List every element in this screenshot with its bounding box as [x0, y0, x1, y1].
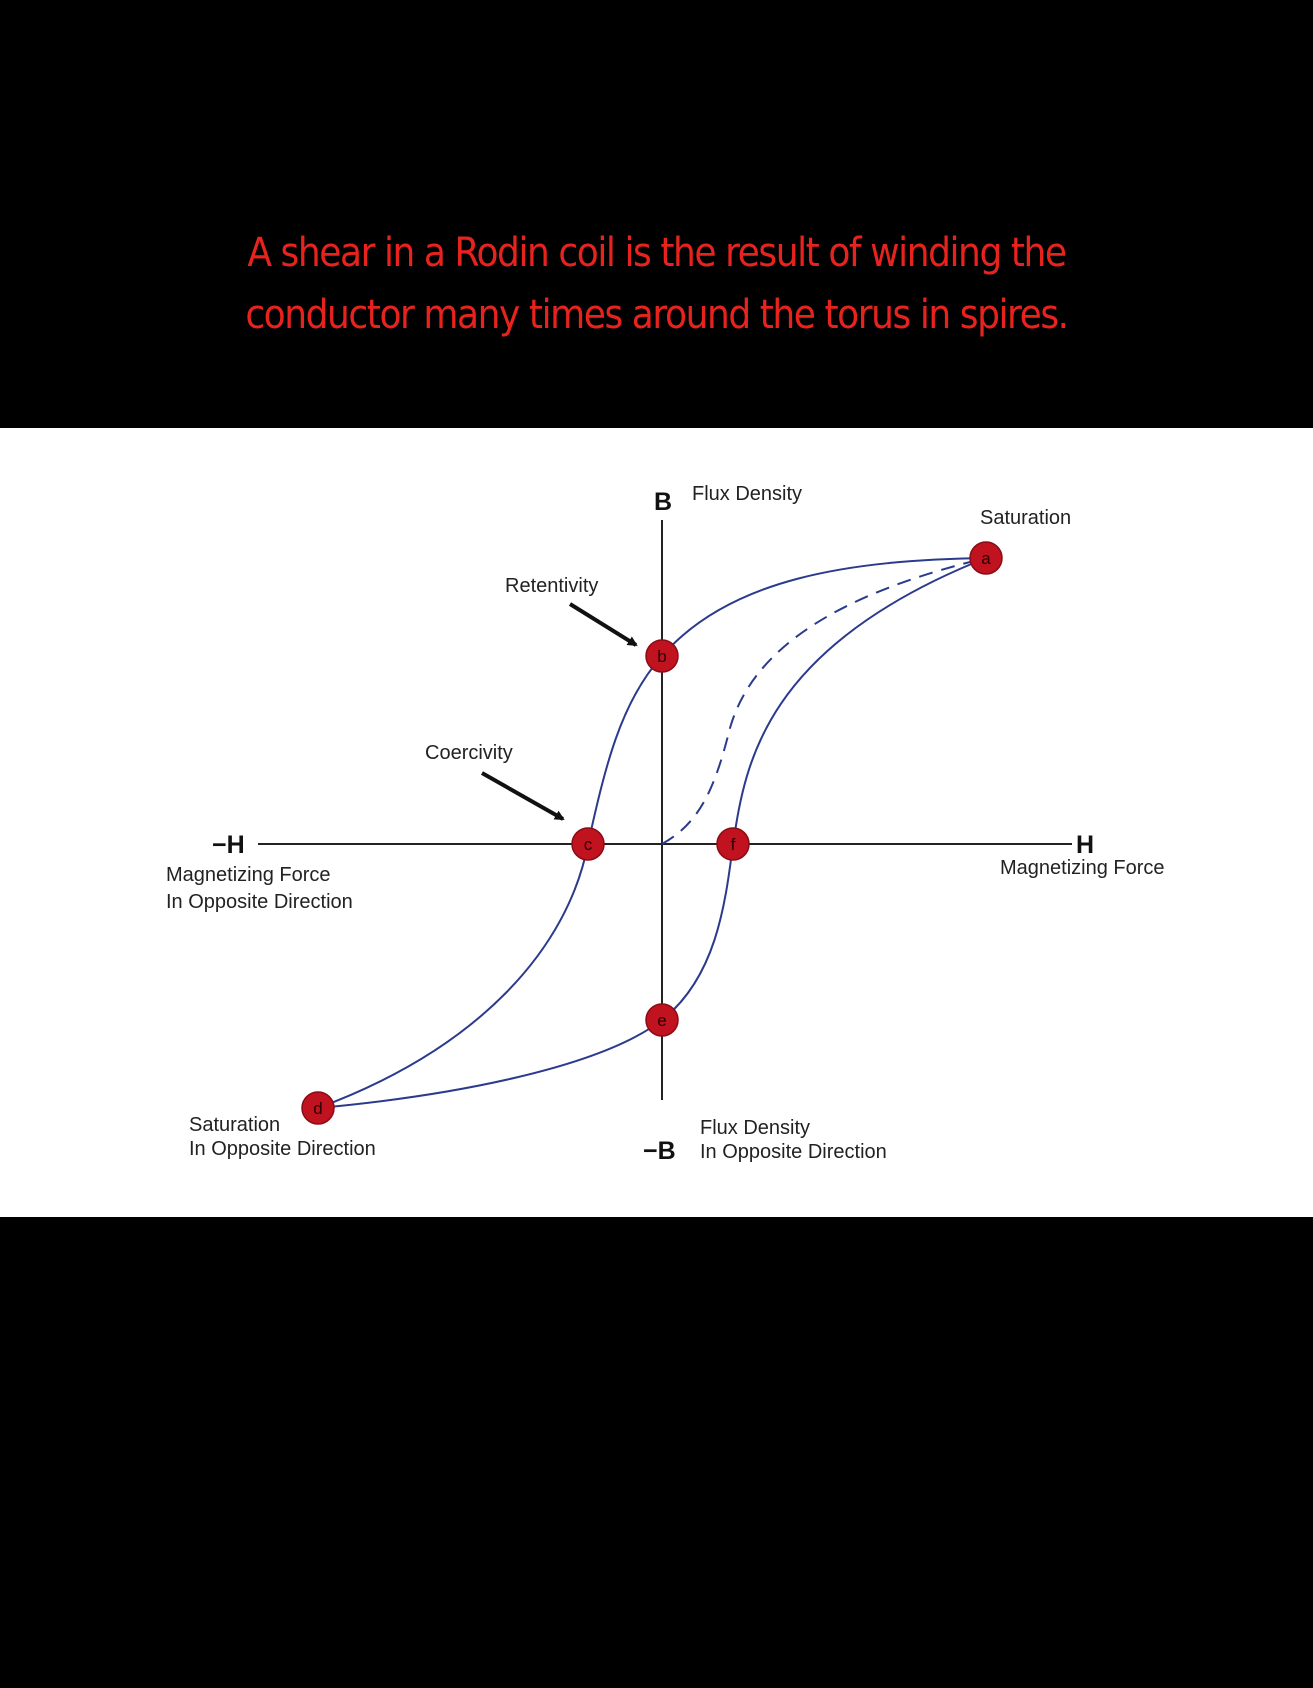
neg-b-label-line-2: In Opposite Direction [700, 1141, 887, 1163]
lower-branch-curve [317, 557, 987, 1109]
neg-b-axis-letter: −B [643, 1137, 676, 1165]
point-c: c [571, 827, 605, 861]
coercivity-arrow [481, 771, 565, 821]
hysteresis-loop-diagram: a b c d e f B Flux Density −B Flux Densi… [166, 483, 1165, 1165]
initial-magnetization-curve [661, 557, 987, 845]
point-d: d [301, 1091, 335, 1125]
caption-line-1: A shear in a Rodin coil is the result of… [247, 230, 1067, 276]
caption: A shear in a Rodin coil is the result of… [66, 222, 1248, 346]
neg-h-axis-letter: −H [212, 831, 245, 859]
point-a-label: a [981, 549, 991, 568]
coercivity-label: Coercivity [425, 742, 513, 764]
point-b: b [645, 639, 679, 673]
point-f: f [716, 827, 750, 861]
saturation-label: Saturation [980, 507, 1071, 529]
b-axis-label: Flux Density [692, 483, 802, 505]
point-e: e [645, 1003, 679, 1037]
point-c-label: c [584, 835, 593, 854]
point-b-label: b [657, 647, 666, 666]
point-d-label: d [313, 1099, 322, 1118]
neg-h-label-line-1: Magnetizing Force [166, 864, 331, 886]
retentivity-arrow [568, 602, 638, 647]
retentivity-label: Retentivity [505, 575, 598, 597]
point-f-label: f [731, 835, 736, 854]
b-axis-letter: B [654, 488, 672, 516]
upper-branch-curve [317, 557, 987, 1109]
point-a: a [969, 541, 1003, 575]
caption-line-2: conductor many times around the torus in… [245, 292, 1069, 338]
neg-h-label-line-2: In Opposite Direction [166, 891, 353, 913]
h-axis-label: Magnetizing Force [1000, 857, 1165, 879]
hysteresis-figure: a b c d e f B Flux Density −B Flux Densi… [0, 428, 1313, 1217]
neg-b-label-line-1: Flux Density [700, 1117, 810, 1139]
saturation-opposite-label-line-1: Saturation [189, 1114, 280, 1136]
point-e-label: e [657, 1011, 666, 1030]
saturation-opposite-label-line-2: In Opposite Direction [189, 1138, 376, 1160]
h-axis-letter: H [1076, 831, 1094, 859]
